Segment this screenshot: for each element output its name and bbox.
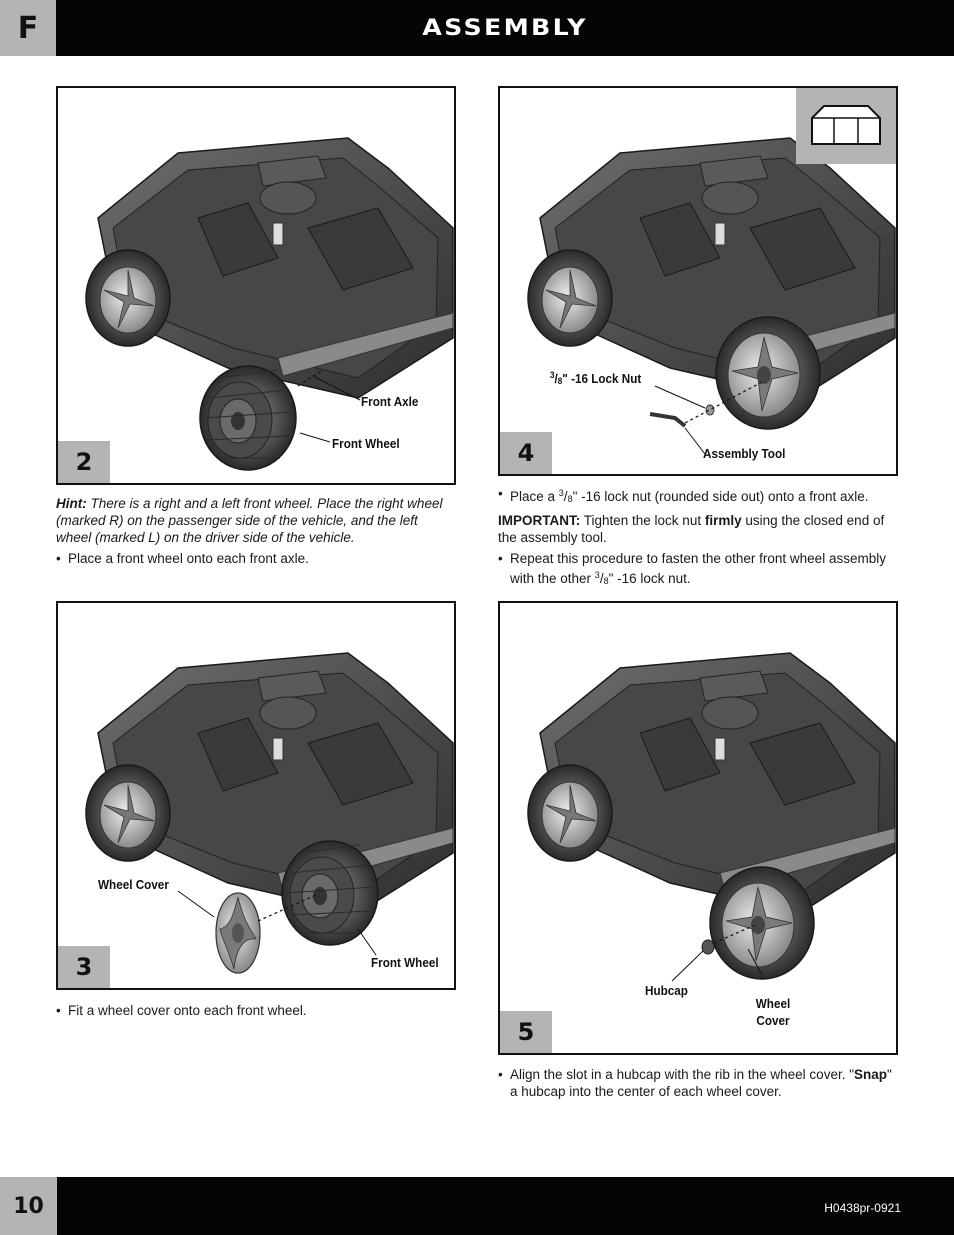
page-number: 10: [13, 1193, 44, 1219]
doc-code: H0438pr-0921: [824, 1201, 901, 1215]
page-title: ASSEMBLY: [422, 15, 588, 41]
hint-text: There is a right and a left front wheel.…: [56, 496, 443, 545]
step-4-panel: 3/8" -16 Lock Nut Assembly Tool 4: [498, 86, 898, 476]
step-2-instructions: Hint: There is a right and a left front …: [56, 495, 456, 567]
step-number: 5: [500, 1011, 552, 1053]
callout-assembly-tool: Assembly Tool: [703, 446, 786, 461]
page-number-tab: 10: [0, 1177, 57, 1235]
hint-label: Hint:: [56, 496, 87, 511]
list-item: •Align the slot in a hubcap with the rib…: [498, 1067, 892, 1099]
footer-bar: H0438pr-0921: [57, 1177, 954, 1235]
hex-nut-icon: [811, 105, 881, 145]
step-3-illustration: [85, 652, 454, 974]
assembly-tool-icon: [649, 412, 687, 428]
step-2-illustration: [85, 137, 454, 471]
step-2-panel: Front Axle Front Wheel 2: [56, 86, 456, 485]
callout-hubcap: Hubcap: [645, 983, 688, 998]
callout-wheel-cover: Wheel Cover: [98, 877, 169, 892]
lock-nut-icon: [705, 404, 715, 416]
hubcap-icon: [701, 939, 715, 955]
step-3-instructions: •Fit a wheel cover onto each front wheel…: [56, 1002, 456, 1019]
section-tab: F: [0, 0, 56, 56]
hint: Hint: There is a right and a left front …: [56, 495, 456, 546]
step-3-panel: Wheel Cover Front Wheel 3: [56, 601, 456, 990]
callout-front-wheel: Front Wheel: [332, 436, 400, 451]
list-item: •Place a 3/8" -16 lock nut (rounded side…: [498, 486, 869, 504]
callout-front-axle: Front Axle: [361, 394, 419, 409]
step-5-instructions: •Align the slot in a hubcap with the rib…: [498, 1066, 898, 1100]
section-letter: F: [17, 10, 39, 46]
step-4-illustration: [527, 137, 896, 455]
list-item: •Fit a wheel cover onto each front wheel…: [56, 1003, 307, 1018]
lock-nut-inset: [796, 88, 896, 164]
list-item: •Place a front wheel onto each front axl…: [56, 551, 309, 566]
callout-front-wheel: Front Wheel: [371, 955, 439, 970]
step-4-instructions: •Place a 3/8" -16 lock nut (rounded side…: [498, 485, 898, 590]
callout-lock-nut: 3/8" -16 Lock Nut: [550, 370, 642, 386]
step-number: 3: [58, 946, 110, 988]
important-note: IMPORTANT: Tighten the lock nut firmly u…: [498, 513, 885, 545]
header-bar: ASSEMBLY: [56, 0, 954, 56]
list-item: •Repeat this procedure to fasten the oth…: [498, 551, 886, 586]
step-number: 2: [58, 441, 110, 483]
step-5-illustration: [527, 652, 896, 982]
step-number: 4: [500, 432, 552, 474]
